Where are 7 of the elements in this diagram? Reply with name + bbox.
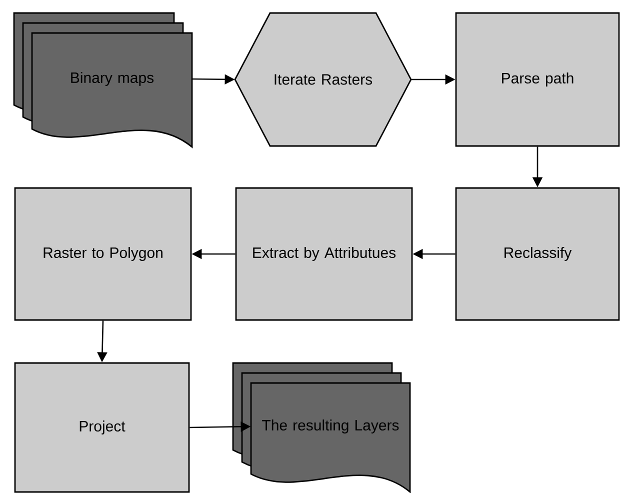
document-stack: Binary maps: [13, 12, 193, 148]
process-box: Extract by Attributues: [235, 187, 413, 321]
process-box: Reclassify: [455, 187, 620, 321]
document-stack: The resulting Layers: [232, 362, 411, 493]
process-box: Parse path: [455, 12, 620, 147]
process-box: Raster to Polygon: [14, 187, 192, 321]
process-box: Project: [14, 362, 190, 493]
